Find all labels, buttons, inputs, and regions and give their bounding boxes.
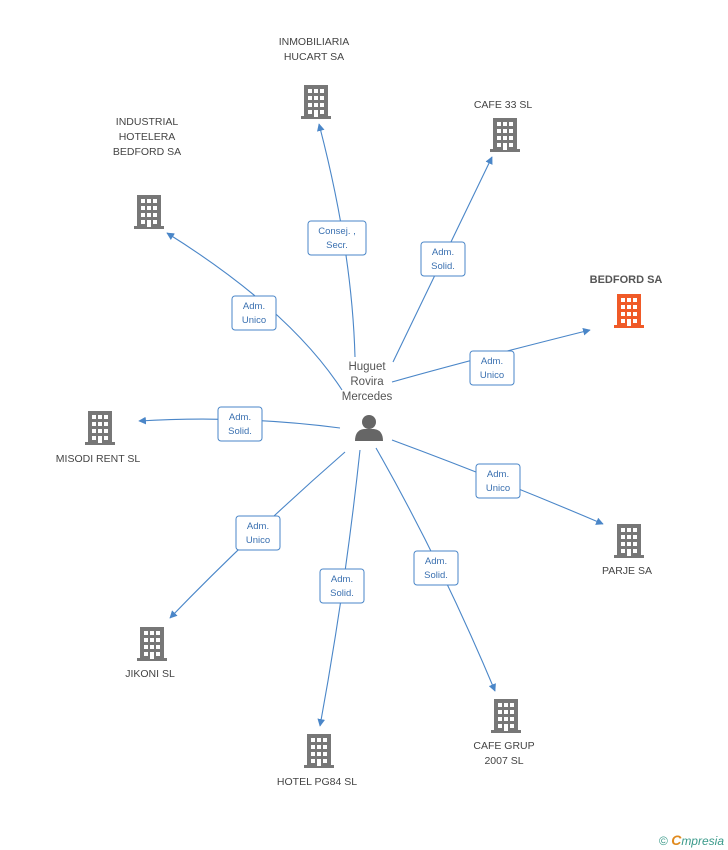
role-text: Adm.: [481, 356, 503, 367]
building-icon: [614, 524, 644, 558]
role-badge-cafe-grup-2007[interactable]: Adm. Solid.: [413, 550, 459, 586]
building-icon: [491, 699, 521, 733]
building-icon: [85, 411, 115, 445]
company-name: HOTELERA: [119, 131, 176, 143]
edges-layer: Consej. ,Secr.Adm.Solid.Adm.UnicoAdm.Uni…: [138, 123, 604, 727]
role-badge-inmobiliaria-hucart[interactable]: Consej. , Secr.: [307, 220, 367, 256]
role-text: Unico: [246, 535, 270, 546]
building-icon: [490, 118, 520, 152]
role-text: Unico: [486, 483, 510, 494]
company-node-parje[interactable]: PARJE SA: [602, 524, 652, 577]
company-name: CAFE 33 SL: [474, 99, 533, 111]
building-icon: [301, 85, 331, 119]
role-text: Unico: [480, 370, 504, 381]
person-name: Mercedes: [342, 391, 393, 403]
role-text: Solid.: [228, 426, 252, 437]
company-node-hotel-pg84[interactable]: HOTEL PG84 SL: [277, 734, 357, 788]
role-text: Secr.: [326, 240, 348, 251]
building-icon: [304, 734, 334, 768]
building-icon: [614, 294, 644, 328]
company-name: JIKONI SL: [125, 668, 175, 680]
company-node-cafe-grup-2007[interactable]: CAFE GRUP 2007 SL: [473, 699, 535, 767]
role-text: Solid.: [424, 570, 448, 581]
building-icon: [134, 195, 164, 229]
role-text: Adm.: [243, 301, 265, 312]
company-name: HOTEL PG84 SL: [277, 776, 357, 788]
company-name: CAFE GRUP: [473, 740, 534, 752]
nodes-layer: INMOBILIARIA HUCART SA CAFE 33 SL INDUSTRIA…: [56, 36, 663, 788]
company-node-bedford[interactable]: BEDFORD SA: [590, 274, 663, 328]
role-badge-cafe-33[interactable]: Adm. Solid.: [420, 241, 466, 277]
company-node-jikoni[interactable]: JIKONI SL: [125, 627, 175, 680]
company-node-inmobiliaria-hucart[interactable]: INMOBILIARIA HUCART SA: [279, 36, 350, 119]
person-name: Rovira: [350, 376, 384, 388]
brand-logo-letter: C: [671, 832, 682, 848]
role-text: Adm.: [229, 412, 251, 423]
company-name: MISODI RENT SL: [56, 453, 141, 465]
company-name: INMOBILIARIA: [279, 36, 350, 48]
company-name: 2007 SL: [484, 755, 523, 767]
person-icon: [355, 415, 383, 441]
role-text: Unico: [242, 315, 266, 326]
role-text: Solid.: [431, 261, 455, 272]
role-badge-jikoni[interactable]: Adm. Unico: [235, 515, 281, 551]
company-name: INDUSTRIAL: [116, 116, 179, 128]
footer-brand[interactable]: © Cmpresia: [659, 832, 724, 848]
role-text: Adm.: [487, 469, 509, 480]
company-node-industrial-hotelera-bedford[interactable]: INDUSTRIAL HOTELERA BEDFORD SA: [113, 116, 181, 229]
role-badge-industrial-hotelera-bedford[interactable]: Adm. Unico: [231, 295, 277, 331]
role-badge-bedford[interactable]: Adm. Unico: [469, 350, 515, 386]
role-badge-hotel-pg84[interactable]: Adm. Solid.: [319, 568, 365, 604]
brand-logo-text: mpresia: [681, 834, 724, 848]
company-name: BEDFORD SA: [590, 274, 663, 286]
role-text: Adm.: [331, 574, 353, 585]
company-name: PARJE SA: [602, 565, 652, 577]
role-text: Consej. ,: [318, 226, 356, 237]
role-text: Solid.: [330, 588, 354, 599]
company-node-misodi-rent[interactable]: MISODI RENT SL: [56, 411, 141, 465]
company-name: HUCART SA: [284, 51, 344, 63]
role-badge-parje[interactable]: Adm. Unico: [475, 463, 521, 499]
building-icon: [137, 627, 167, 661]
role-text: Adm.: [425, 556, 447, 567]
role-text: Adm.: [247, 521, 269, 532]
person-name: Huguet: [348, 361, 386, 373]
role-badge-misodi-rent[interactable]: Adm. Solid.: [217, 406, 263, 442]
company-node-cafe-33[interactable]: CAFE 33 SL: [474, 99, 533, 152]
copyright-symbol: ©: [659, 834, 668, 848]
role-text: Adm.: [432, 247, 454, 258]
company-name: BEDFORD SA: [113, 146, 181, 158]
